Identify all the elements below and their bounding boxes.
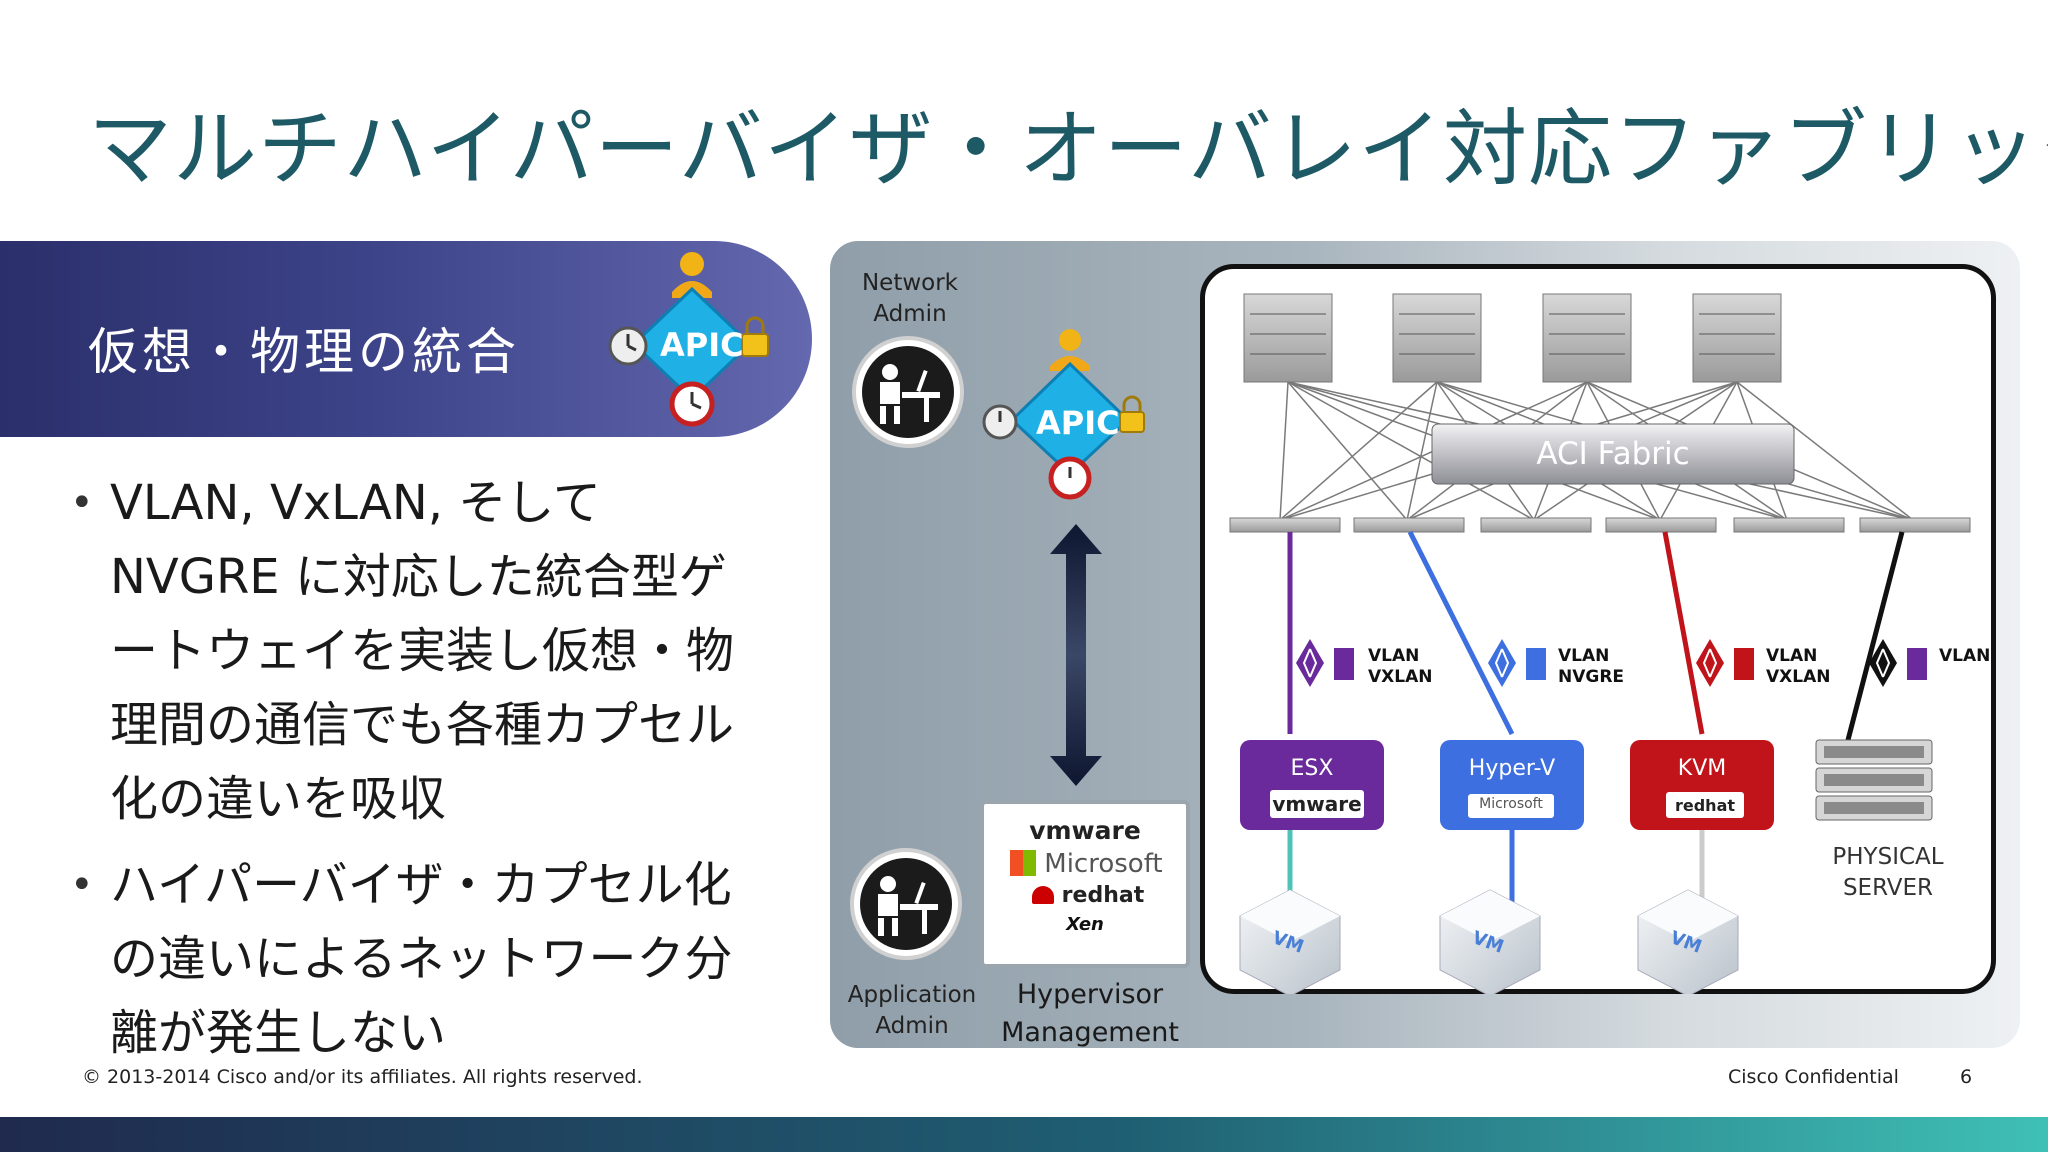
esx-vendor-badge [1270, 790, 1364, 818]
hypervisor-logos-box: vmware Microsoft redhat Xen [980, 800, 1190, 968]
network-admin-label: Network Admin [861, 270, 959, 327]
microsoft-logo: Microsoft [1010, 849, 1186, 879]
bullet-2: • ハイパーバイザ・カプセル化の違いによるネットワーク分離が発生しない [0, 848, 780, 1078]
hypervisor-management-label: Hypervisor Management [1001, 979, 1179, 1048]
confidential-text: Cisco Confidential [1728, 1066, 1899, 1088]
apic-diagram-icon [982, 329, 1145, 500]
kvm-vendor-badge [1666, 792, 1744, 818]
aci-fabric-label: ACI Fabric [1536, 436, 1690, 472]
fabric-box [1200, 264, 1996, 994]
bullet-2-text: ハイパーバイザ・カプセル化の違いによるネットワーク分離が発生しない [110, 857, 733, 1061]
physical-server-icon [1815, 739, 1933, 821]
hyperv-vendor-badge [1468, 794, 1554, 818]
apic-diagram-label: APIC [1036, 404, 1120, 442]
hyperv-vendor-label: Microsoft [1479, 796, 1543, 812]
vm-cube-esx [1239, 889, 1341, 994]
application-admin-icon [850, 848, 962, 960]
encap-icon-physical [1869, 639, 1927, 687]
redhat-logo: redhat [1032, 883, 1186, 908]
apic-icon [608, 252, 769, 427]
bullet-1: • VLAN, VxLAN, そして NVGRE に対応した統合型ゲートウェイを… [0, 466, 780, 846]
hyperv-link [1407, 530, 1515, 736]
redhat-icon [1032, 886, 1054, 904]
double-arrow-icon [1050, 524, 1102, 786]
aci-fabric-bar [1431, 423, 1795, 485]
network-admin-icon [852, 336, 964, 448]
kvm-vendor-label: redhat [1674, 796, 1736, 815]
vmware-logo: vmware [1029, 816, 1141, 845]
slide-title: マルチハイパーバイザ・オーバレイ対応ファブリック [88, 100, 2048, 198]
vm-cube-kvm [1637, 889, 1739, 994]
kvm-link [1662, 531, 1705, 735]
kvm-host-label: KVM [1677, 756, 1727, 781]
physical-link [1845, 531, 1905, 741]
esx-vendor-label: vmware [1272, 792, 1362, 816]
copyright-text: © 2013-2014 Cisco and/or its affiliates.… [82, 1066, 643, 1088]
encap-label-physical: VLAN [1939, 646, 1991, 666]
apic-label: APIC [660, 326, 744, 364]
microsoft-logo-text: Microsoft [1044, 849, 1163, 879]
hyperv-host-label: Hyper-V [1468, 756, 1556, 781]
footer-bar [0, 1117, 2048, 1152]
spine-switches [1243, 293, 1782, 383]
encap-icon-esx [1296, 639, 1354, 687]
leaf-switches [1229, 517, 1971, 533]
encap-icon-kvm [1696, 639, 1754, 687]
physical-server-label: PHYSICAL SERVER [1832, 844, 1944, 901]
aci-fabric-diagram [1229, 293, 1971, 994]
microsoft-icon [1010, 850, 1036, 876]
section-title: 仮想・物理の統合 [88, 323, 520, 381]
xen-logo: Xen [1066, 914, 1104, 935]
encap-icon-hyperv [1488, 639, 1546, 687]
encap-label-kvm: VLAN VXLAN [1766, 646, 1831, 687]
encap-label-hyperv: VLAN NVGRE [1558, 646, 1625, 687]
esx-host-label: ESX [1290, 756, 1334, 781]
application-admin-label: Application Admin [847, 982, 977, 1039]
bullet-1-text: VLAN, VxLAN, そして NVGRE に対応した統合型ゲートウェイを実装… [110, 475, 735, 827]
page-number: 6 [1960, 1066, 1973, 1088]
vm-cube-hyperv [1439, 889, 1541, 994]
encap-label-esx: VLAN VXLAN [1368, 646, 1433, 687]
redhat-logo-text: redhat [1061, 883, 1145, 908]
